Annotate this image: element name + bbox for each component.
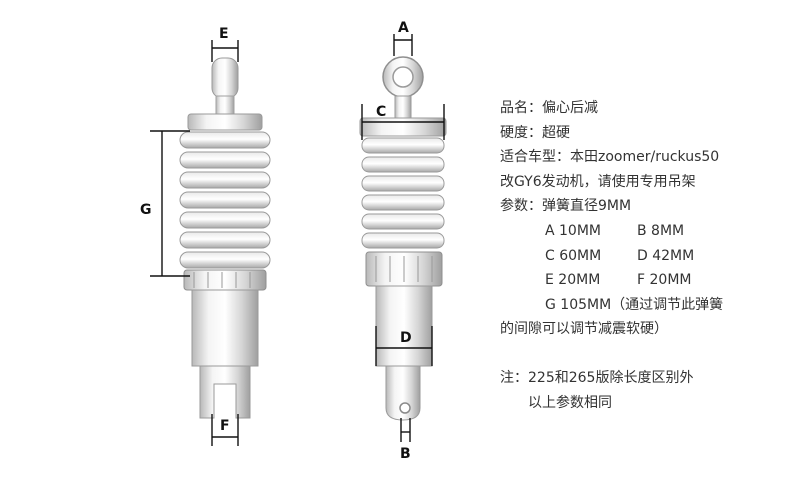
spec-g-line2: 的间隙可以调节减震软硬） [500, 321, 668, 338]
spec-params: 参数：弹簧直径9MM [500, 198, 632, 215]
spec-row-cd: C 60MM D 42MM [500, 244, 796, 269]
spec-a: A 10MM [545, 222, 601, 239]
dimension-e: E [211, 26, 239, 62]
left-spring [179, 131, 271, 269]
left-shock [179, 57, 271, 419]
right-shock [359, 56, 447, 421]
spec-fit-line2: 改GY6发动机，请使用专用吊架 [500, 173, 696, 190]
spec-c: C 60MM [545, 247, 602, 264]
spec-row-ef: E 20MM F 20MM [500, 268, 796, 293]
spec-e: E 20MM [545, 272, 601, 289]
label-e: E [219, 26, 229, 42]
dimension-c: C [361, 104, 445, 140]
spec-note-line1: 注：225和265版除长度区别外 [500, 369, 694, 386]
dimension-b: B [400, 418, 411, 462]
spec-d: D 42MM [637, 247, 695, 264]
spec-f: F 20MM [637, 272, 692, 289]
spec-hardness: 硬度：超硬 [500, 124, 570, 141]
spec-note-line2: 以上参数相同 [528, 394, 612, 411]
spec-fit-line1: 适合车型：本田zoomer/ruckus50 [500, 149, 720, 166]
spec-b: B 8MM [637, 222, 685, 239]
dimension-a: A [393, 20, 413, 56]
dimension-f: F [211, 414, 239, 446]
dimension-d: D [375, 326, 433, 366]
label-g: G [140, 202, 152, 218]
right-spring [361, 137, 445, 249]
label-a: A [398, 20, 409, 36]
label-d: D [400, 330, 412, 346]
spec-text: 品名：偏心后减 硬度：超硬 适合车型：本田zoomer/ruckus50 改GY… [500, 96, 796, 415]
label-f: F [220, 418, 230, 434]
spec-row-ab: A 10MM B 8MM [500, 219, 796, 244]
spec-g: G 105MM（通过调节此弹簧 [545, 296, 724, 313]
label-c: C [376, 104, 386, 120]
label-b: B [400, 446, 411, 462]
dimension-g: G [140, 130, 190, 277]
spec-name: 品名：偏心后减 [500, 100, 598, 116]
